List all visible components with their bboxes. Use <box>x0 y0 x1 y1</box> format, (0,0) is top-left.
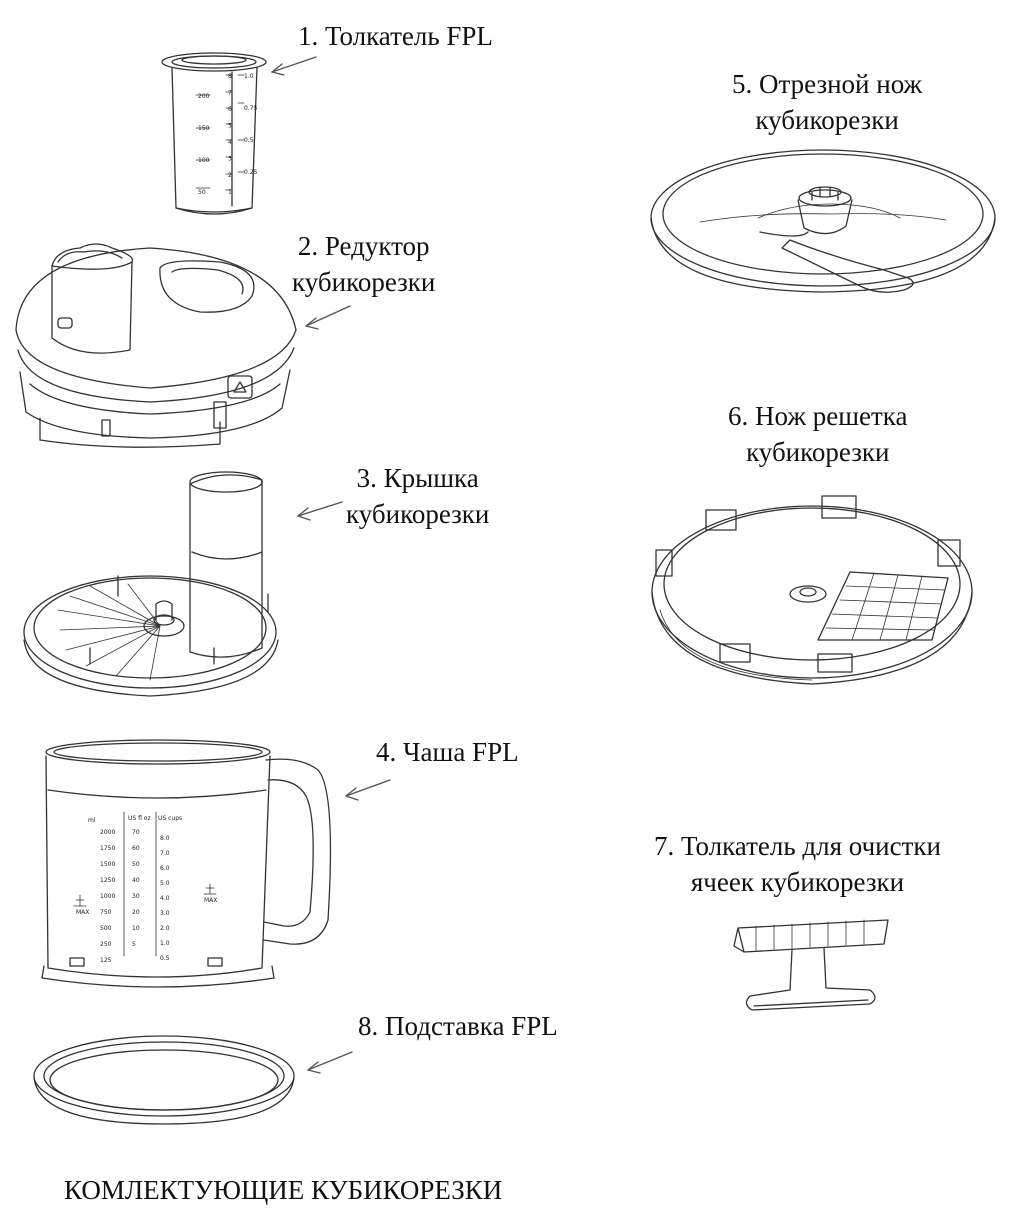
stand-fpl-drawing <box>33 1035 295 1125</box>
bowl-scale-cups: 2.0 <box>160 925 170 932</box>
bowl-scale-ml: 2000 <box>100 829 115 836</box>
pusher-scale-mid: 5 <box>228 123 232 130</box>
pusher-scale-mid: 6 <box>228 106 232 113</box>
pusher-scale-mid: 8 <box>228 73 232 80</box>
bowl-scale-cups: 1.0 <box>160 940 170 947</box>
bowl-scale-ml: 500 <box>100 925 112 932</box>
label-pusher-fpl: 1. Толкатель FPL <box>298 21 493 51</box>
bowl-scale-ml: 750 <box>100 909 112 916</box>
pusher-scale-ml: 200 <box>198 93 210 100</box>
grid-knife-drawing <box>651 495 973 685</box>
label-bowl-fpl: 4. Чаша FPL <box>376 737 519 767</box>
bowl-fpl-drawing <box>41 739 332 988</box>
arrow-1 <box>271 56 317 73</box>
bowl-scale-header: US cups <box>158 815 182 822</box>
bowl-scale-oz: 20 <box>132 909 140 916</box>
bowl-scale-oz: 10 <box>132 925 140 932</box>
pusher-scale-ml: 50 <box>198 189 206 196</box>
bowl-scale-cups: 7.0 <box>160 850 170 857</box>
bowl-max-label: MAX <box>204 897 217 904</box>
cutting-knife-drawing <box>650 149 996 293</box>
bowl-scale-oz: 40 <box>132 877 140 884</box>
label-lid: 3. Крышка кубикорезки <box>346 463 490 529</box>
pusher-scale-cups: 0.25 <box>244 169 258 176</box>
bowl-scale-cups: 4.0 <box>160 895 170 902</box>
pusher-scale-mid: 3 <box>228 156 232 163</box>
label-gearbox: 2. Редуктор кубикорезки <box>292 231 436 297</box>
pusher-scale-mid: 7 <box>228 90 232 97</box>
lid-drawing <box>23 471 279 697</box>
bowl-scale-oz: 5 <box>132 941 136 948</box>
pusher-fpl-drawing <box>161 52 267 215</box>
bowl-scale-oz: 60 <box>132 845 140 852</box>
bowl-scale-ml: 250 <box>100 941 112 948</box>
arrow-4 <box>345 779 391 797</box>
bowl-scale-oz: 50 <box>132 861 140 868</box>
bowl-scale-text: ml US fl oz US cups 2000 1750 1500 1250 1000 750… <box>76 815 217 964</box>
bowl-scale-header: ml <box>88 817 96 824</box>
cleaning-pusher-drawing <box>733 919 889 1011</box>
bowl-scale-header: US fl oz <box>128 815 151 822</box>
bowl-scale-ml: 1750 <box>100 845 115 852</box>
bowl-scale-cups: 5.0 <box>160 880 170 887</box>
bowl-scale-cups: 0.5 <box>160 955 170 962</box>
page-caption: КОМЛЕКТУЮЩИЕ КУБИКОРЕЗКИ <box>64 1175 503 1205</box>
bowl-scale-ml: 1250 <box>100 877 115 884</box>
arrow-2 <box>305 305 351 327</box>
arrow-8 <box>307 1051 353 1071</box>
label-stand-fpl: 8. Подставка FPL <box>358 1011 558 1041</box>
arrow-3 <box>297 501 343 517</box>
leader-arrows <box>271 56 391 1074</box>
bowl-scale-cups: 8.0 <box>160 835 170 842</box>
bowl-scale-oz: 70 <box>132 829 140 836</box>
label-grid-knife: 6. Нож решетка кубикорезки <box>728 401 908 467</box>
bowl-max-label: MAX <box>76 909 89 916</box>
pusher-scale-ml: 100 <box>198 157 210 164</box>
label-cutting-knife: 5. Отрезной нож кубикорезки <box>732 69 923 135</box>
pusher-scale-cups: 0.5 <box>244 137 254 144</box>
label-cleaning-pusher: 7. Толкатель для очистки ячеек кубикорез… <box>654 831 941 897</box>
gearbox-drawing <box>15 243 297 448</box>
bowl-scale-cups: 3.0 <box>160 910 170 917</box>
pusher-scale-text: 200 150 100 50 8 7 6 5 4 3 2 1 1.0 0.75 0.5 0.25 <box>198 73 258 196</box>
bowl-scale-cups: 6.0 <box>160 865 170 872</box>
pusher-scale-mid: 2 <box>228 172 232 179</box>
pusher-scale-cups: 1.0 <box>244 73 254 80</box>
bowl-scale-ml: 1500 <box>100 861 115 868</box>
pusher-scale-mid: 1 <box>228 189 232 196</box>
pusher-scale-mid: 4 <box>228 139 232 146</box>
bowl-scale-ml: 125 <box>100 957 112 964</box>
pusher-scale-ml: 150 <box>198 125 210 132</box>
bowl-scale-oz: 30 <box>132 893 140 900</box>
pusher-scale-cups: 0.75 <box>244 105 258 112</box>
bowl-scale-ml: 1000 <box>100 893 115 900</box>
